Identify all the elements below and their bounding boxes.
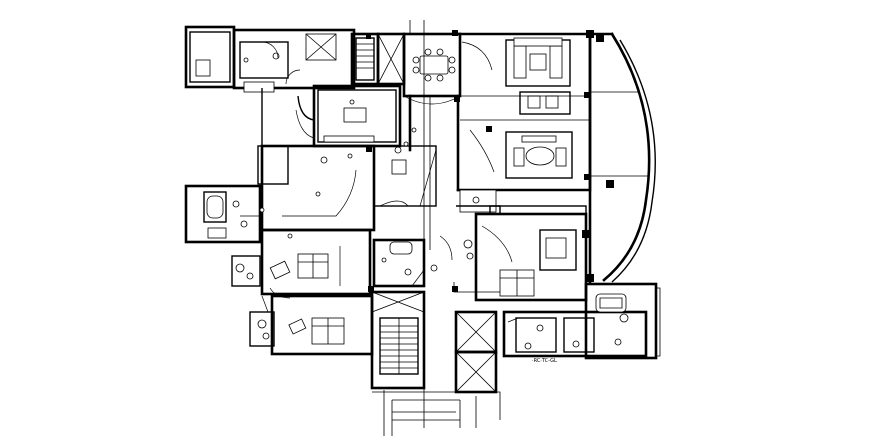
room-annotation: ·RC·TC-GL	[532, 358, 557, 364]
west-bath-1	[184, 184, 265, 244]
north-stair-core	[376, 32, 406, 86]
curved-balcony	[582, 30, 656, 284]
central-hall	[373, 94, 460, 250]
south-east-baths: ·RC·TC-GL	[502, 282, 661, 364]
south-east-bedroom	[459, 189, 588, 302]
kitchen	[295, 84, 402, 148]
dining-area	[402, 32, 462, 105]
west-bedroom-3	[249, 294, 374, 356]
south-stair-core	[370, 282, 510, 428]
central-bath	[372, 238, 426, 288]
west-bedroom-1	[257, 144, 376, 232]
structural-grid	[261, 20, 501, 436]
west-bedroom-2	[231, 228, 372, 299]
nw-bedroom-block	[184, 25, 380, 93]
